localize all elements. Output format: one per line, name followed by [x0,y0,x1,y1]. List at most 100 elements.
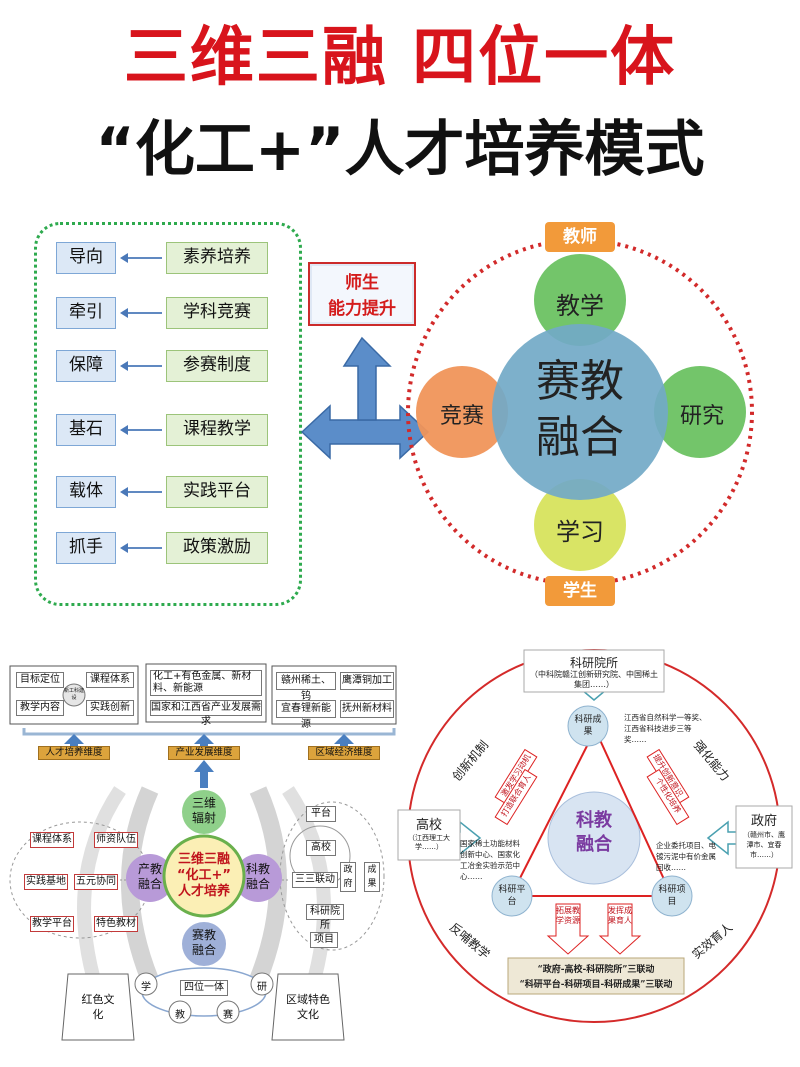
institute-title: 科研院所 [569,656,618,670]
right-item-1: 高校 [306,840,336,856]
pillar-role-3: 基石 [56,414,116,446]
siwei-jiao: 教 [175,1010,185,1021]
siwei-sai: 赛 [223,1010,233,1021]
right-item-2: 三三联动 [292,872,338,888]
government-title: 政府 [750,814,777,829]
competition-label: 竞赛 [439,404,484,429]
center-line1: 三维三融 [177,852,230,867]
left-arrow-icon [120,253,162,263]
dim-industry: 产业发展维度 [168,746,240,760]
box1-a: 目标定位 [16,672,64,688]
left-item-2: 实践基地 [24,874,68,890]
sanwei-label: 三维辐射 [191,796,216,825]
left-item-0: 课程体系 [30,832,74,848]
region-culture: 区域特色文化 [286,993,330,1021]
linkage-1: “政府-高校-科研院所”三联动 [537,965,655,975]
siwei-xue: 学 [141,982,151,993]
box1-d: 实践创新 [86,700,134,716]
teacher-banner: 教师 [545,222,615,252]
kejiao-line1: 科教 [576,810,612,831]
box3-a: 赣州稀土、钨 [276,672,336,702]
pillar-role-0: 导向 [56,242,116,274]
bottom-play: 发挥成果育人 [608,906,632,925]
pillar-item-0: 素养培养 [166,242,268,274]
ability-box: 师生 能力提升 [308,262,416,326]
pillar-role-1: 牵引 [56,297,116,329]
dim-region: 区域经济维度 [308,746,380,760]
node-project: 科研项目 [658,885,686,907]
pillar-role-4: 载体 [56,476,116,508]
ability-line1: 师生 [345,273,379,293]
box2-b: 国家和江西省产业发展需求 [150,700,262,727]
student-banner: 学生 [545,576,615,606]
left-item-1: 师资队伍 [94,832,138,848]
research-circle [654,366,746,458]
competition-circle [416,366,508,458]
core-circle [492,324,668,500]
institute-sub: （中科院赣江创新研究院、中国稀土集团……） [530,670,658,689]
lower-left-graphics [9,663,397,1041]
teaching-label: 教学 [556,292,604,320]
chanjiao-label: 产教融合 [137,862,162,891]
box1-c: 教学内容 [16,700,64,716]
dim-talent: 人才培养维度 [38,746,110,760]
right-item-6: 项目 [310,932,338,948]
teaching-circle [534,254,626,346]
right-item-0: 平台 [306,806,336,822]
left-item-3: 五元协同 [74,874,118,890]
right-item-4: 成果 [364,862,380,892]
note-achievement: 江西省自然科学一等奖、江西省科技进步三等奖…… [624,713,707,744]
box1-b: 课程体系 [86,672,134,688]
center-line2: “化工+” [177,868,231,883]
right-item-3: 政府 [340,862,356,892]
lower-right-graphics [397,649,793,1023]
red-culture: 红色文化 [81,993,115,1021]
node-platform: 科研平台 [498,885,526,907]
study-circle [534,479,626,571]
note-platform: 国家稀土功能材料创新中心、国家化工冶金实验示范中心…… [460,839,520,881]
box1-center: 新工科建设 [64,688,85,701]
kejiao-line2: 融合 [576,834,612,855]
left-arrow-icon [120,487,162,497]
university-sub: （江西理工大学……） [408,834,450,851]
university-title: 高校 [415,818,442,833]
pillars-panel [34,222,302,606]
box3-d: 抚州新材料 [340,700,394,718]
core-line2: 融合 [536,412,624,463]
government-sub: （赣州市、鹰潭市、宜春市……） [743,831,785,859]
pillar-item-4: 实践平台 [166,476,268,508]
siwei-label: 四位一体 [180,980,228,996]
pillar-item-2: 参赛制度 [166,350,268,382]
left-item-5: 特色教材 [94,916,138,932]
study-label: 学习 [556,518,604,546]
left-item-4: 教学平台 [30,916,74,932]
left-arrow-icon [120,361,162,371]
pillar-item-3: 课程教学 [166,414,268,446]
box3-b: 鹰潭铜加工 [340,672,394,690]
left-arrow-icon [120,308,162,318]
node-achievement: 科研成果 [574,715,602,737]
right-item-5: 科研院所 [306,904,344,931]
research-label: 研究 [679,404,724,429]
core-line1: 赛教 [536,356,624,407]
pillar-role-2: 保障 [56,350,116,382]
ability-line2: 能力提升 [328,299,396,319]
saijiao-label: 赛教融合 [191,928,216,957]
left-arrow-icon [120,543,162,553]
pillar-item-1: 学科竞赛 [166,297,268,329]
center-line3: 人才培养 [177,884,230,899]
siwei-yan: 研 [257,982,267,993]
kejiao-label: 科教融合 [245,862,270,891]
double-arrow-icon [300,336,430,460]
pillar-item-5: 政策激励 [166,532,268,564]
main-title: 三维三融 四位一体 [123,21,677,95]
bottom-expand: 拓展教学资源 [556,906,580,925]
linkage-2: “科研平台-科研项目-科研成果”三联动 [519,980,673,990]
note-project: 企业委托项目、电镀污泥中有价金属回收…… [656,841,716,872]
sub-title: “化工+”人才培养模式 [95,115,705,185]
box2-a: 化工+有色金属、新材料、新能源 [150,670,262,696]
left-arrow-icon [120,425,162,435]
pillar-role-5: 抓手 [56,532,116,564]
box3-c: 宜春锂新能源 [276,700,336,730]
